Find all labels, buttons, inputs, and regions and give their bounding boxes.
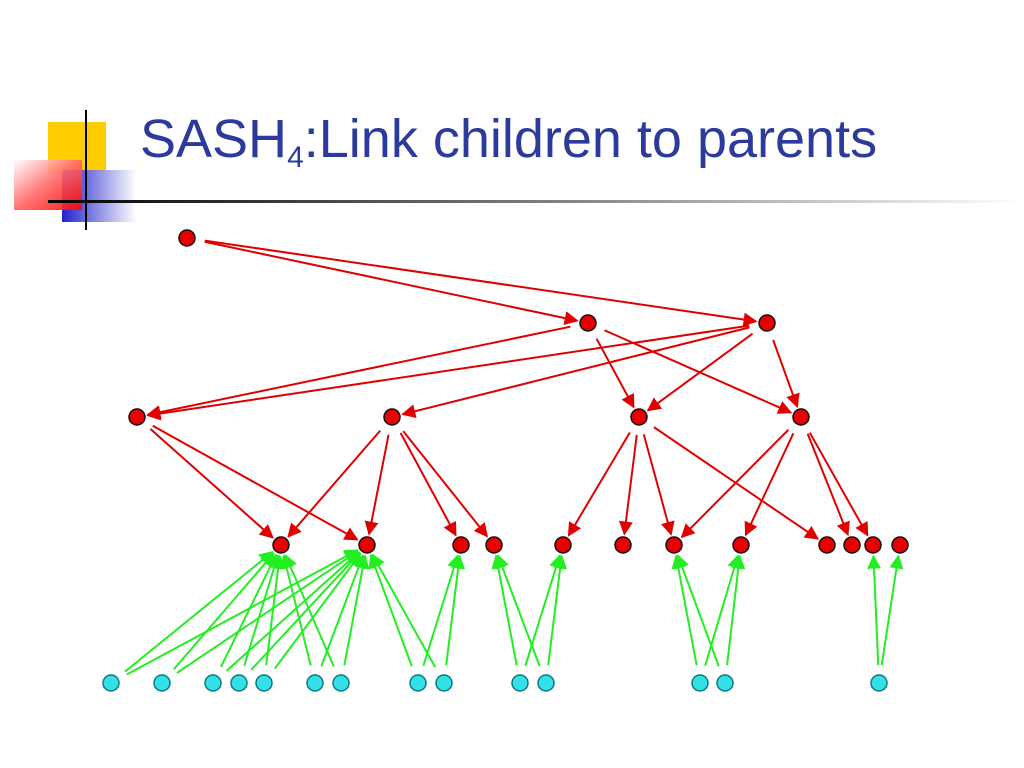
child-edge-21 (547, 554, 568, 666)
parent-node-2-0 (128, 408, 146, 426)
parent-edge-6 (401, 326, 750, 419)
leaf-node-4-11 (691, 674, 709, 692)
parent-node-3-1 (358, 536, 376, 554)
leaf-node-4-2 (204, 674, 222, 692)
parent-node-1-0 (579, 314, 597, 332)
parent-edge-15 (567, 431, 631, 537)
child-edge-15 (368, 554, 413, 667)
child-edge-16 (371, 553, 437, 668)
leaf-node-4-12 (716, 674, 734, 692)
parent-node-3-6 (665, 536, 683, 554)
parent-edge-3 (595, 338, 635, 409)
parent-edge-11 (287, 429, 381, 538)
parent-edge-7 (646, 332, 754, 412)
parent-edge-21 (806, 433, 850, 537)
parent-edge-10 (152, 424, 359, 541)
leaf-node-4-7 (409, 674, 427, 692)
parent-node-2-3 (792, 408, 810, 426)
parent-edge-9 (149, 428, 274, 539)
slide-title: SASH4:Link children to parents (140, 112, 877, 173)
parent-node-3-4 (554, 536, 572, 554)
child-edge-14 (422, 554, 461, 667)
parent-node-2-1 (383, 408, 401, 426)
child-edge-0 (124, 551, 274, 673)
leaf-node-4-3 (230, 674, 248, 692)
leaf-node-4-10 (537, 674, 555, 692)
child-edge-2 (172, 552, 275, 671)
child-edge-6 (243, 554, 281, 667)
leaf-node-4-8 (435, 674, 453, 692)
child-edge-9 (273, 552, 362, 670)
child-edge-18 (491, 554, 518, 666)
parent-edge-12 (364, 434, 390, 536)
parent-edge-0 (204, 240, 579, 325)
child-edge-17 (445, 554, 466, 666)
title-main: SASH (140, 109, 288, 169)
child-edge-22 (704, 554, 741, 667)
leaf-node-4-9 (511, 674, 529, 692)
child-edge-27 (880, 554, 904, 666)
parent-node-0-0 (178, 229, 196, 247)
child-edge-3 (176, 550, 360, 674)
child-edge-12 (343, 554, 370, 666)
parent-edge-16 (618, 434, 638, 536)
parent-edge-17 (642, 434, 675, 536)
parent-edge-22 (808, 432, 869, 537)
parent-edge-20 (744, 432, 795, 537)
child-edge-11 (320, 553, 366, 667)
parent-node-3-2 (452, 536, 470, 554)
child-edge-13 (283, 553, 335, 667)
child-edge-23 (671, 554, 698, 666)
nodes-layer (102, 229, 909, 692)
leaf-node-4-0 (102, 674, 120, 692)
parent-edge-13 (399, 432, 457, 537)
child-edge-4 (220, 553, 278, 668)
parent-edge-14 (402, 430, 489, 538)
child-edge-1 (126, 549, 359, 676)
parent-edge-4 (604, 329, 793, 414)
edges-layer (124, 239, 904, 676)
leaf-node-4-6 (332, 674, 350, 692)
title-rest: :Link children to parents (303, 109, 878, 169)
parent-node-3-8 (818, 536, 836, 554)
parent-node-3-0 (272, 536, 290, 554)
leaf-node-4-4 (255, 674, 273, 692)
child-edge-10 (279, 554, 312, 666)
child-edge-25 (726, 554, 746, 666)
child-edge-24 (675, 554, 720, 667)
parent-node-3-10 (864, 536, 882, 554)
parent-node-3-3 (485, 536, 503, 554)
parent-edge-1 (204, 239, 758, 327)
child-edge-19 (524, 554, 563, 667)
parent-node-3-7 (732, 536, 750, 554)
child-edge-7 (250, 552, 361, 671)
leaf-node-4-13 (870, 674, 888, 692)
child-edge-8 (265, 554, 286, 666)
parent-edge-19 (680, 429, 790, 539)
child-edge-20 (495, 553, 541, 667)
parent-node-3-9 (843, 536, 861, 554)
parent-node-3-11 (891, 536, 909, 554)
leaf-node-4-1 (153, 674, 171, 692)
parent-edge-5 (146, 324, 750, 421)
title-subscript: 4 (287, 141, 304, 174)
parent-edge-8 (772, 339, 800, 408)
parent-edge-2 (146, 325, 571, 420)
parent-node-1-1 (758, 314, 776, 332)
parent-node-2-2 (630, 408, 648, 426)
leaf-node-4-5 (306, 674, 324, 692)
child-edge-26 (867, 554, 882, 666)
parent-node-3-5 (614, 536, 632, 554)
